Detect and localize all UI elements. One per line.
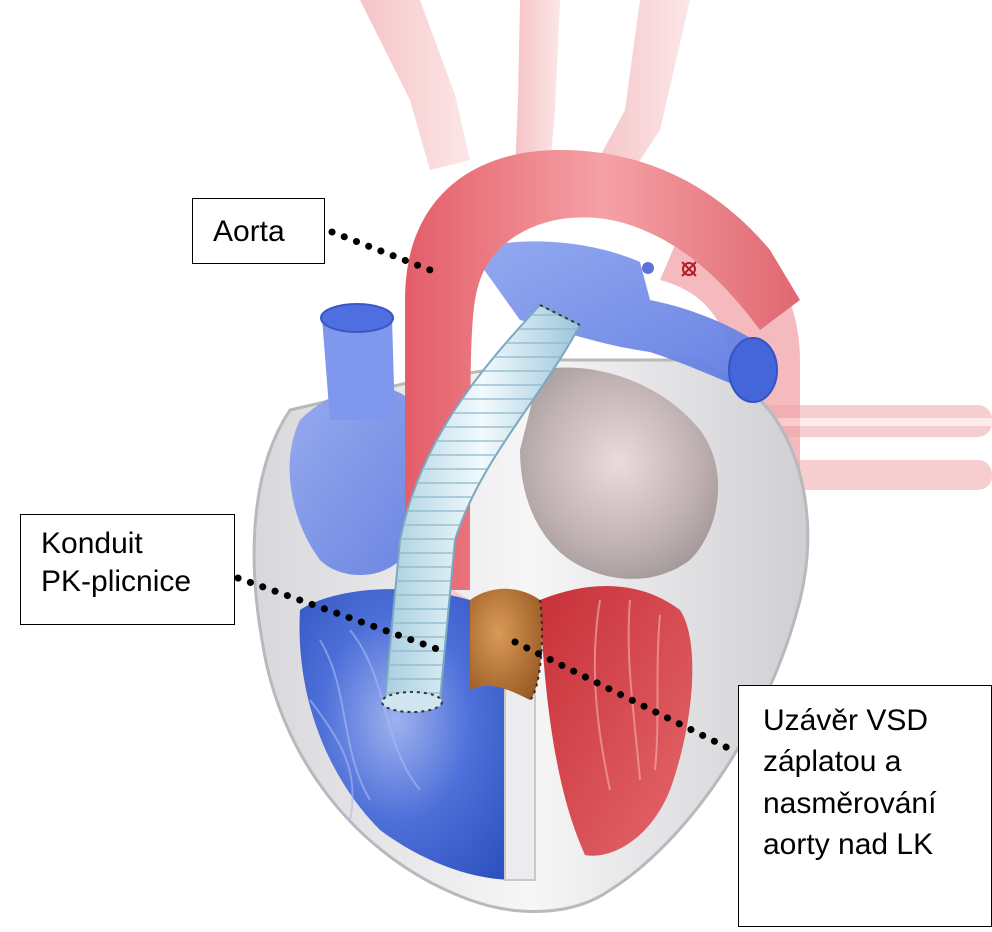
label-conduit: Konduit PK-plicnice: [20, 514, 235, 625]
label-aorta: Aorta: [192, 198, 325, 264]
label-vsd-line3: nasměrování: [763, 783, 991, 824]
label-conduit-line1: Konduit: [41, 525, 234, 563]
label-conduit-line2: PK-plicnice: [41, 563, 234, 601]
label-vsd-line1: Uzávěr VSD: [763, 700, 991, 741]
label-vsd-line4: aorty nad LK: [763, 824, 991, 865]
superior-vena-cava: [322, 318, 395, 420]
vsd-patch: [470, 589, 542, 700]
label-vsd-line2: záplatou a: [763, 741, 991, 782]
label-vsd-closure: Uzávěr VSD záplatou a nasměrování aorty …: [738, 685, 992, 927]
ventricular-septum: [505, 679, 535, 880]
label-aorta-text: Aorta: [213, 213, 324, 251]
